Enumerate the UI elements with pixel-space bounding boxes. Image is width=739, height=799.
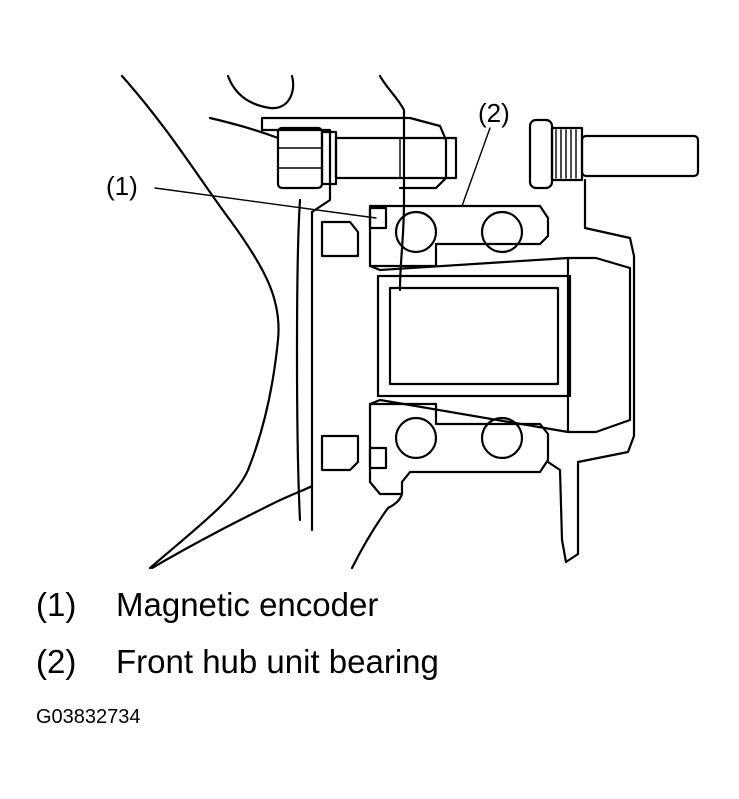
legend-row-2: (2) Front hub unit bearing [36, 645, 439, 678]
hub-bore [376, 274, 572, 398]
bearing-ball-upper-right [480, 210, 524, 254]
knuckle-lower-contour [150, 484, 314, 570]
bearing-ball-upper-left [394, 210, 438, 254]
knuckle-upper-contour [208, 116, 280, 140]
seal-lip-upper [320, 220, 360, 258]
knuckle-lower-arm [350, 492, 404, 570]
magnetic-encoder-lower [368, 446, 388, 470]
seal-lip-lower [320, 434, 360, 472]
knuckle-outline [120, 74, 280, 570]
wheel-stud [528, 118, 700, 190]
bearing-outer-race-lower [368, 402, 550, 496]
callout-2: (2) [478, 98, 510, 128]
knuckle-top-edge [378, 74, 406, 292]
hex-bolt [276, 126, 458, 190]
legend-text-2: Front hub unit bearing [116, 643, 439, 680]
hub-flange-inner [566, 256, 632, 434]
knuckle-bore-wall [295, 198, 314, 532]
leader-line-1 [154, 187, 377, 219]
hub-flange [546, 178, 636, 564]
legend-text-1: Magnetic encoder [116, 586, 379, 623]
legend-number-1: (1) [36, 586, 77, 623]
bearing-ball-lower-left [394, 416, 438, 460]
bearing-outer-race [368, 204, 550, 268]
knuckle-flange [260, 116, 448, 214]
hub-body [368, 256, 570, 434]
legend-row-1: (1) Magnetic encoder [36, 588, 378, 621]
knuckle-upper-curve [226, 74, 295, 110]
callout-1: (1) [106, 171, 138, 201]
hub-bore-inner [388, 286, 560, 386]
figure-id: G03832734 [36, 706, 141, 728]
legend-number-2: (2) [36, 643, 77, 680]
leader-line-2 [461, 127, 491, 207]
magnetic-encoder [368, 206, 388, 230]
bearing-ball-lower-right [480, 416, 524, 460]
